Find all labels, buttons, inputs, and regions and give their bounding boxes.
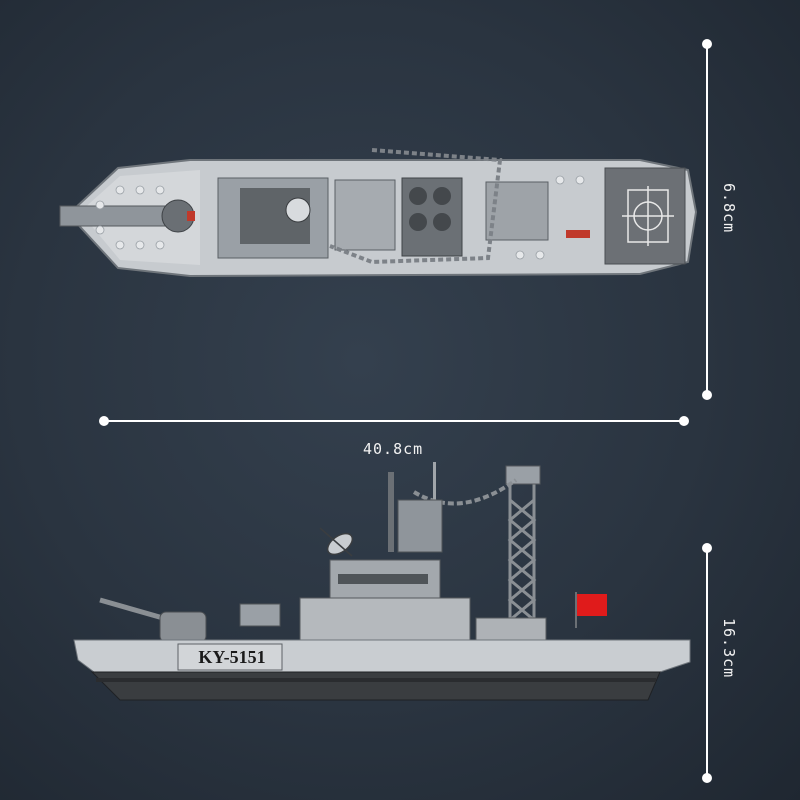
side-hull-upper — [73, 639, 691, 673]
side-bow-gun-barrel — [99, 597, 171, 623]
length-line-start-dot — [99, 416, 109, 426]
side-radar — [319, 527, 354, 557]
side-view-height-label: 16.3cm — [720, 618, 738, 679]
ship-top-view — [59, 148, 698, 278]
top-red-crane — [566, 230, 590, 238]
top-radar-dish — [285, 197, 311, 223]
length-line-end-dot — [679, 416, 689, 426]
side-launcher — [239, 603, 281, 627]
side-height-line-end-dot — [702, 773, 712, 783]
side-hull-lower — [90, 671, 661, 701]
top-height-line-start-dot — [702, 39, 712, 49]
top-height-line-end-dot — [702, 390, 712, 400]
top-bow-turret-red — [187, 211, 195, 221]
dimension-lines — [99, 39, 712, 783]
side-antenna — [433, 462, 436, 522]
side-hull-plate — [177, 643, 283, 671]
side-lattice-mast — [507, 480, 537, 625]
length-label: 40.8cm — [363, 440, 424, 458]
top-superstructure-3 — [334, 179, 396, 251]
top-studs — [95, 175, 585, 260]
side-bow-turret — [159, 611, 207, 643]
top-view-height-label: 6.8cm — [720, 183, 738, 234]
helipad-markings — [622, 186, 674, 246]
side-flag — [577, 594, 607, 616]
hull-number: KY-5151 — [198, 647, 266, 667]
side-forward-mast — [388, 472, 394, 552]
side-superstructure-lower — [299, 597, 471, 647]
top-bow-gun-barrels — [59, 205, 171, 227]
side-chain — [412, 478, 518, 506]
ship-side-view — [73, 462, 691, 701]
top-chain — [329, 148, 503, 265]
side-mast-block — [397, 499, 443, 553]
side-bridge-windows — [338, 574, 428, 584]
side-height-line-start-dot — [702, 543, 712, 553]
